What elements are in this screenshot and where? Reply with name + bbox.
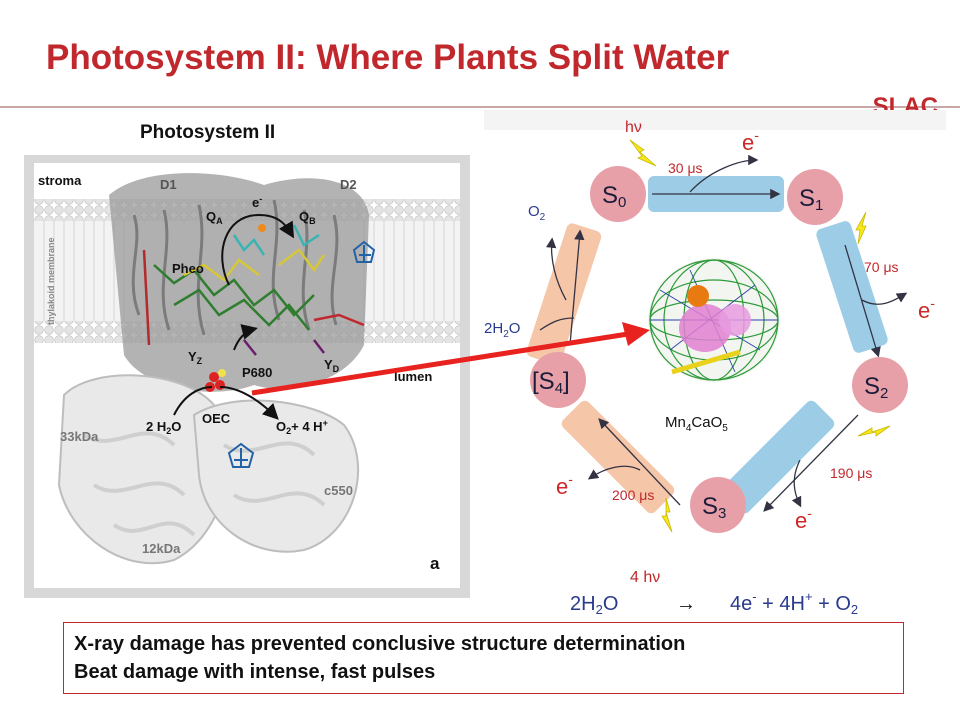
summary-note-box: X-ray damage has prevented conclusive st… bbox=[63, 622, 904, 694]
state-s2-label: S2 bbox=[864, 373, 888, 402]
state-s1-label: S1 bbox=[799, 185, 823, 214]
note-line-1: X-ray damage has prevented conclusive st… bbox=[74, 633, 686, 655]
flash-1 bbox=[629, 139, 657, 167]
kda33-label: 33kDa bbox=[60, 429, 99, 444]
light-flashes bbox=[629, 139, 891, 533]
photosystem-structure-figure: stroma D1 D2 QA QB e- Pheo YZ YD P680 lu… bbox=[24, 155, 470, 598]
hv-label: hν bbox=[625, 119, 642, 136]
o2-label: O2 bbox=[528, 203, 546, 223]
bar-s1-s2 bbox=[816, 221, 888, 353]
oec-label: OEC bbox=[202, 411, 231, 426]
slide-title: Photosystem II: Where Plants Split Water bbox=[46, 38, 730, 77]
oec-cluster bbox=[205, 369, 226, 392]
electron-4: e- bbox=[556, 471, 573, 499]
equation-hv: 4 hν bbox=[630, 569, 660, 586]
h2o-label: 2H2O bbox=[484, 320, 520, 340]
products-label: O2+ 4 H+ bbox=[276, 418, 328, 436]
flash-3 bbox=[857, 425, 891, 437]
panel-label-background bbox=[130, 114, 342, 156]
kda12-label: 12kDa bbox=[142, 541, 181, 556]
pheo-label: Pheo bbox=[172, 261, 204, 276]
state-s4-label: [S4] bbox=[532, 368, 570, 397]
membrane-label: thylakoid membrane bbox=[46, 237, 56, 325]
cluster-label: Mn4CaO5 bbox=[665, 414, 728, 434]
equation-left: 2H2O bbox=[570, 593, 618, 617]
note-line-2: Beat damage with intense, fast pulses bbox=[74, 661, 436, 683]
bar-s4-s0 bbox=[526, 223, 602, 365]
time-s1-s2: 70 μs bbox=[864, 259, 899, 275]
flash-4 bbox=[661, 497, 673, 533]
c550-label: c550 bbox=[324, 483, 353, 498]
qb-label: QB bbox=[299, 209, 316, 226]
electron-1: e- bbox=[742, 127, 759, 155]
state-s3-label: S3 bbox=[702, 493, 726, 522]
bar-s3-s4 bbox=[561, 400, 675, 514]
s-state-cycle-figure: S0 S1 S2 S3 [S4] 30 μs 70 μs 190 μs 200 … bbox=[484, 119, 935, 617]
state-s0-label: S0 bbox=[602, 182, 626, 211]
right-panel-background bbox=[484, 110, 946, 130]
stroma-label: stroma bbox=[38, 173, 82, 188]
flow-arrows bbox=[539, 154, 908, 512]
title-rule bbox=[0, 106, 960, 108]
panel-letter: a bbox=[430, 554, 440, 573]
electron-transfer-arrows bbox=[173, 213, 295, 420]
d1-label: D1 bbox=[160, 177, 177, 192]
electron-3: e- bbox=[795, 505, 812, 533]
time-s2-s3: 190 μs bbox=[830, 465, 872, 481]
heme-blue bbox=[227, 240, 376, 468]
state-s1 bbox=[787, 169, 843, 225]
lumen-label: lumen bbox=[394, 369, 432, 384]
cofactors bbox=[142, 224, 365, 356]
flash-2 bbox=[855, 211, 867, 245]
p680-label: P680 bbox=[242, 365, 272, 380]
time-s3-s4: 200 μs bbox=[612, 487, 654, 503]
state-s0 bbox=[590, 166, 646, 222]
electron-2: e- bbox=[918, 295, 935, 323]
mn4cao5-cluster bbox=[648, 258, 780, 382]
water-left-label: 2 H2O bbox=[146, 419, 181, 436]
d2-label: D2 bbox=[340, 177, 357, 192]
extrinsic-proteins bbox=[57, 374, 359, 565]
equation-arrow: → bbox=[676, 593, 696, 615]
yz-label: YZ bbox=[188, 349, 203, 366]
photosystem-label: Photosystem II bbox=[140, 122, 276, 143]
state-s3 bbox=[690, 477, 746, 533]
electron-carrier-dot bbox=[258, 224, 266, 232]
electron-label: e- bbox=[252, 194, 262, 210]
equation-right: 4e- + 4H+ + O2 bbox=[730, 589, 858, 617]
time-s0-s1: 30 μs bbox=[668, 160, 703, 176]
state-s2 bbox=[852, 357, 908, 413]
qa-label: QA bbox=[206, 209, 223, 226]
overall-equation: 2H2O → 4e- + 4H+ + O2 bbox=[570, 589, 858, 617]
bar-s2-s3 bbox=[721, 400, 835, 514]
